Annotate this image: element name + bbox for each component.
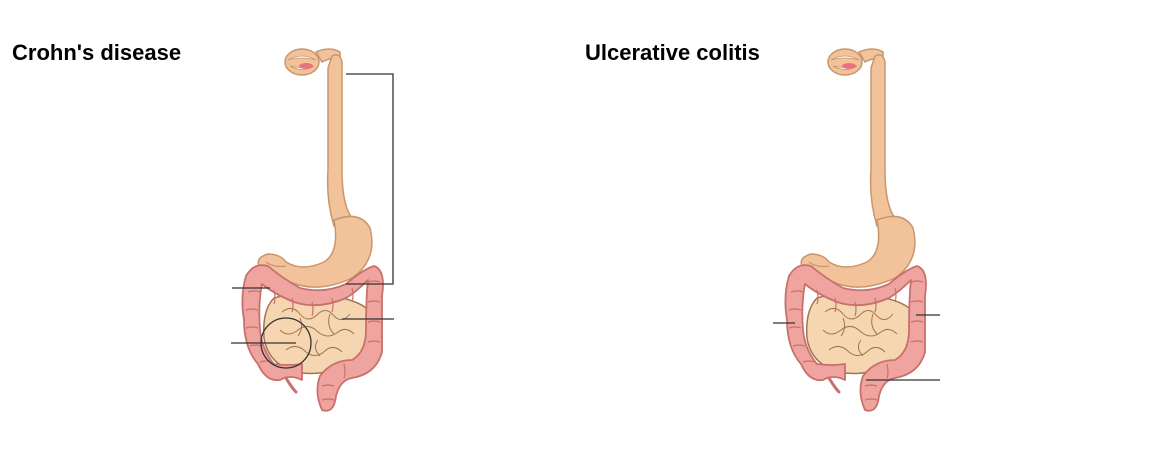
- uc-label-lines: [773, 314, 940, 381]
- uc-title: Ulcerative colitis: [585, 40, 760, 65]
- crohns-digestive-tract: [240, 47, 385, 413]
- crohns-label-lines: [231, 73, 394, 369]
- crohns-title: Crohn's disease: [12, 40, 182, 65]
- terminal-ileum-circle: [260, 317, 312, 369]
- uc-digestive-tract: [783, 47, 928, 413]
